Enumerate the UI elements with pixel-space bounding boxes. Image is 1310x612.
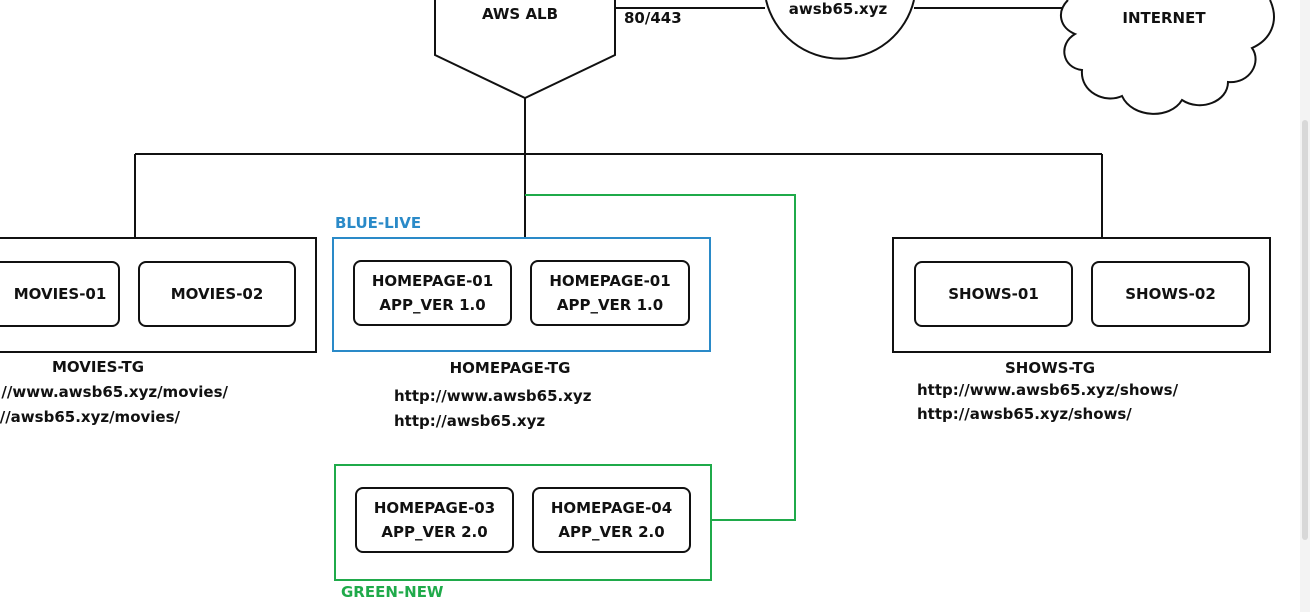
- alb-label: AWS ALB: [481, 5, 559, 23]
- server-homepage-01-a: HOMEPAGE-01 APP_VER 1.0: [353, 260, 512, 326]
- server-name: SHOWS-02: [1125, 285, 1216, 303]
- vertical-scrollbar[interactable]: [1300, 0, 1310, 612]
- server-movies-02: MOVIES-02: [138, 261, 296, 327]
- movies-tg-label: MOVIES-TG: [51, 358, 145, 376]
- server-homepage-01-b: HOMEPAGE-01 APP_VER 1.0: [530, 260, 690, 326]
- server-shows-02: SHOWS-02: [1091, 261, 1250, 327]
- shows-tg-label: SHOWS-TG: [1004, 359, 1096, 377]
- green-new-box: [334, 464, 712, 581]
- server-name: SHOWS-01: [948, 285, 1039, 303]
- blue-live-label: BLUE-LIVE: [335, 214, 422, 232]
- dns-label: awsb65.xyz: [788, 0, 888, 18]
- homepage-url-2: http://awsb65.xyz: [394, 412, 546, 430]
- dns-circle: [765, 0, 915, 60]
- server-homepage-03: HOMEPAGE-03 APP_VER 2.0: [355, 487, 514, 553]
- shows-url-2: http://awsb65.xyz/shows/: [917, 405, 1132, 423]
- server-version: APP_VER 2.0: [558, 523, 665, 541]
- server-name: MOVIES-02: [170, 285, 264, 303]
- homepage-url-1: http://www.awsb65.xyz: [394, 387, 592, 405]
- server-name: MOVIES-01: [13, 285, 107, 303]
- green-route-line: [525, 194, 796, 521]
- shows-tg-box: [892, 237, 1271, 353]
- homepage-tg-label: HOMEPAGE-TG: [449, 359, 571, 377]
- green-new-label: GREEN-NEW: [341, 583, 444, 601]
- movies-tg-box: [0, 237, 317, 353]
- server-movies-01: MOVIES-01: [0, 261, 120, 327]
- server-version: APP_VER 1.0: [556, 296, 664, 314]
- server-name: HOMEPAGE-04: [550, 499, 673, 517]
- alb-port-label: 80/443: [624, 9, 682, 27]
- internet-label: INTERNET: [1122, 9, 1206, 27]
- server-name: HOMEPAGE-01: [371, 272, 494, 290]
- server-shows-01: SHOWS-01: [914, 261, 1073, 327]
- server-version: APP_VER 1.0: [379, 296, 486, 314]
- shows-url-1: http://www.awsb65.xyz/shows/: [917, 381, 1179, 399]
- server-name: HOMEPAGE-01: [549, 272, 671, 290]
- movies-url-1: http://www.awsb65.xyz/movies/: [0, 383, 228, 401]
- movies-url-2: http://awsb65.xyz/movies/: [0, 408, 180, 426]
- server-name: HOMEPAGE-03: [373, 499, 496, 517]
- scrollbar-thumb[interactable]: [1302, 120, 1308, 540]
- blue-live-box: [332, 237, 711, 352]
- server-version: APP_VER 2.0: [381, 523, 488, 541]
- server-homepage-04: HOMEPAGE-04 APP_VER 2.0: [532, 487, 691, 553]
- internet-cloud: [1059, 0, 1275, 115]
